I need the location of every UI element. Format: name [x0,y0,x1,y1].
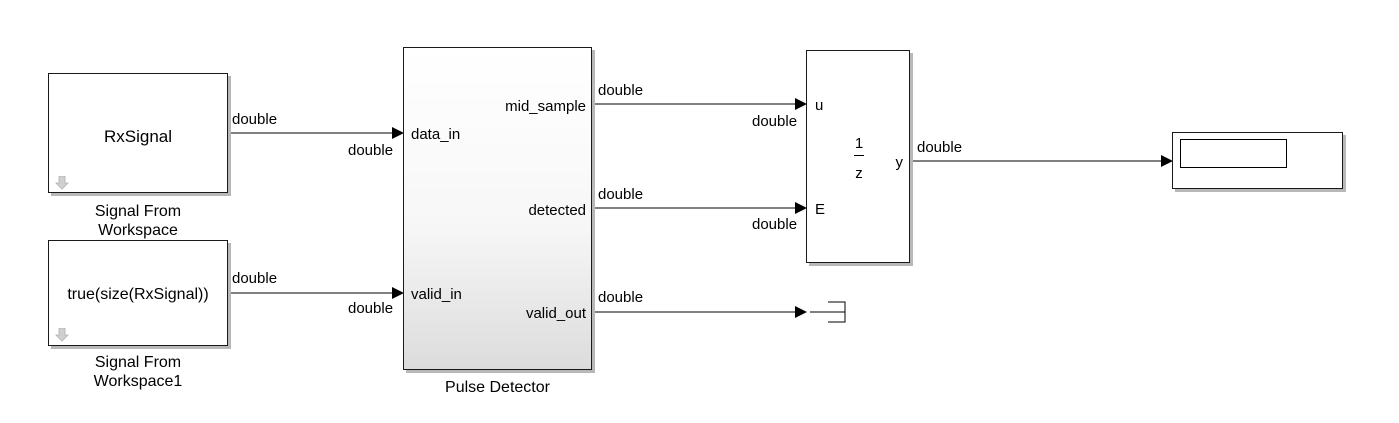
signal-type-label: double [752,113,798,130]
block-name-label[interactable]: Pulse Detector [445,379,550,396]
port-label-valid-in: valid_in [411,286,462,303]
port-label-detected: detected [528,202,586,219]
port-label-y: y [895,154,904,171]
signal-type-label: double [348,300,394,317]
signal-type-label: double [598,289,644,306]
block-content-text: RxSignal [103,127,173,146]
fraction-bar [854,155,864,156]
pulse-detector-subsystem[interactable]: data_in valid_in mid_sample detected val… [403,47,592,370]
signal-from-workspace-block[interactable]: RxSignal [48,73,228,193]
port-label-data-in: data_in [411,126,461,143]
port-label-mid-sample: mid_sample [505,98,586,115]
port-label-valid-out: valid_out [525,305,586,322]
port-label-u: u [815,97,824,114]
delay-numerator: 1 [854,135,864,152]
signal-type-label: double [917,139,963,156]
terminator-icon[interactable] [810,301,846,323]
signal-type-label: double [232,270,278,287]
signal-type-label: double [348,142,394,159]
signal-from-workspace1-block[interactable]: true(size(RxSignal)) [48,240,228,346]
signal-type-label: double [232,111,278,128]
unit-delay-enabled-block[interactable]: u E y 1 z [806,50,910,263]
down-arrow-icon [55,328,69,342]
display-icon [1180,139,1287,168]
signal-type-label: double [598,186,644,203]
display-block[interactable] [1172,132,1343,189]
port-label-e: E [815,201,826,218]
block-content-text: true(size(RxSignal)) [67,286,209,303]
delay-denominator: z [855,165,863,182]
signal-type-label: double [752,216,798,233]
signal-type-label: double [598,82,644,99]
down-arrow-icon [55,176,69,190]
